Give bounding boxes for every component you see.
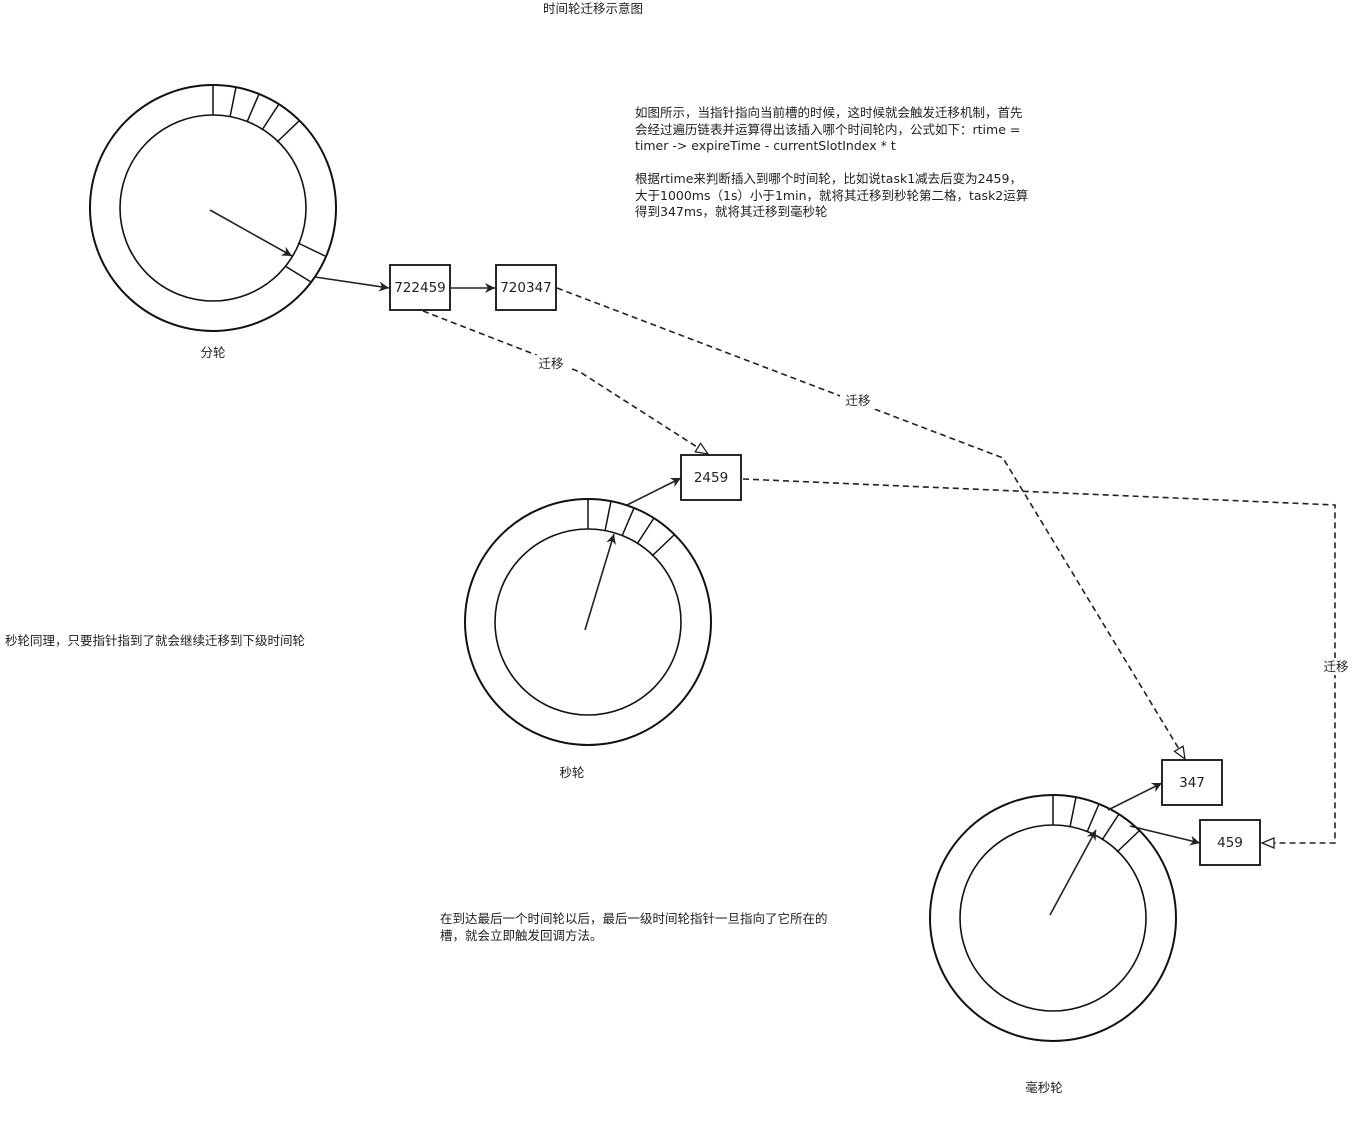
slot-to-list-arrow bbox=[314, 276, 390, 292]
slot-divider bbox=[604, 500, 612, 532]
slot-divider bbox=[636, 517, 655, 545]
slot-divider bbox=[1069, 796, 1077, 828]
minute-wheel bbox=[89, 84, 337, 332]
migration-arrow-task1 bbox=[422, 310, 710, 455]
second-wheel-note: 秒轮同理，只要指针指到了就会继续迁移到下级时间轮 bbox=[5, 633, 306, 648]
svg-text:459: 459 bbox=[1217, 835, 1243, 851]
wheel-pointer bbox=[209, 209, 293, 257]
slot-divider bbox=[1116, 830, 1140, 853]
slot-divider bbox=[651, 534, 675, 557]
svg-text:2459: 2459 bbox=[694, 470, 728, 486]
migration-label: 迁移 bbox=[845, 393, 870, 408]
slot-to-list-arrow bbox=[626, 477, 682, 506]
note-paragraph: 根据rtime来判断插入到哪个时间轮，比如说task1减去后变为2459，大于1… bbox=[635, 171, 1029, 219]
task-node-347: 347 bbox=[1161, 759, 1223, 806]
slot-divider bbox=[621, 507, 635, 537]
diagram-title: 时间轮迁移示意图 bbox=[543, 1, 643, 16]
second-wheel-label: 秒轮 bbox=[559, 765, 584, 780]
final-wheel-note: 在到达最后一个时间轮以后，最后一级时间轮指针一旦指向了它所在的槽，就会立即触发回… bbox=[440, 911, 828, 943]
svg-text:347: 347 bbox=[1179, 775, 1205, 791]
migration-arrow-task2 bbox=[556, 287, 1186, 761]
slot-to-list-arrow bbox=[1129, 825, 1201, 846]
minute-wheel-label: 分轮 bbox=[200, 345, 225, 360]
slot-divider bbox=[261, 103, 280, 131]
millisecond-wheel bbox=[929, 794, 1177, 1042]
migration-arrow-second bbox=[742, 478, 1336, 849]
slot-to-list-arrow bbox=[1107, 782, 1163, 811]
slot-divider bbox=[276, 120, 300, 143]
task-node-2459: 2459 bbox=[680, 454, 742, 501]
millisecond-wheel-label: 毫秒轮 bbox=[1025, 1080, 1063, 1095]
slot-divider bbox=[1086, 803, 1100, 833]
migration-label: 迁移 bbox=[538, 356, 563, 371]
main-explanation-note: 如图所示，当指针指向当前槽的时候，这时候就会触发迁移机制，首先会经过遍历链表并运… bbox=[635, 105, 1030, 221]
slot-divider bbox=[246, 93, 260, 123]
svg-text:720347: 720347 bbox=[500, 280, 552, 296]
wheel-pointer bbox=[1049, 829, 1097, 916]
svg-text:722459: 722459 bbox=[394, 280, 446, 296]
slot-divider bbox=[297, 242, 326, 257]
second-wheel bbox=[464, 498, 712, 746]
task-node-722459: 722459 bbox=[389, 264, 451, 311]
slot-divider bbox=[284, 265, 312, 283]
migration-label: 迁移 bbox=[1323, 659, 1348, 674]
wheel-pointer bbox=[584, 533, 616, 631]
slot-divider bbox=[229, 86, 237, 118]
note-paragraph: 如图所示，当指针指向当前槽的时候，这时候就会触发迁移机制，首先会经过遍历链表并运… bbox=[635, 105, 1023, 153]
task-node-459: 459 bbox=[1199, 819, 1261, 866]
slot-divider bbox=[1101, 813, 1120, 841]
task-node-720347: 720347 bbox=[495, 264, 557, 311]
